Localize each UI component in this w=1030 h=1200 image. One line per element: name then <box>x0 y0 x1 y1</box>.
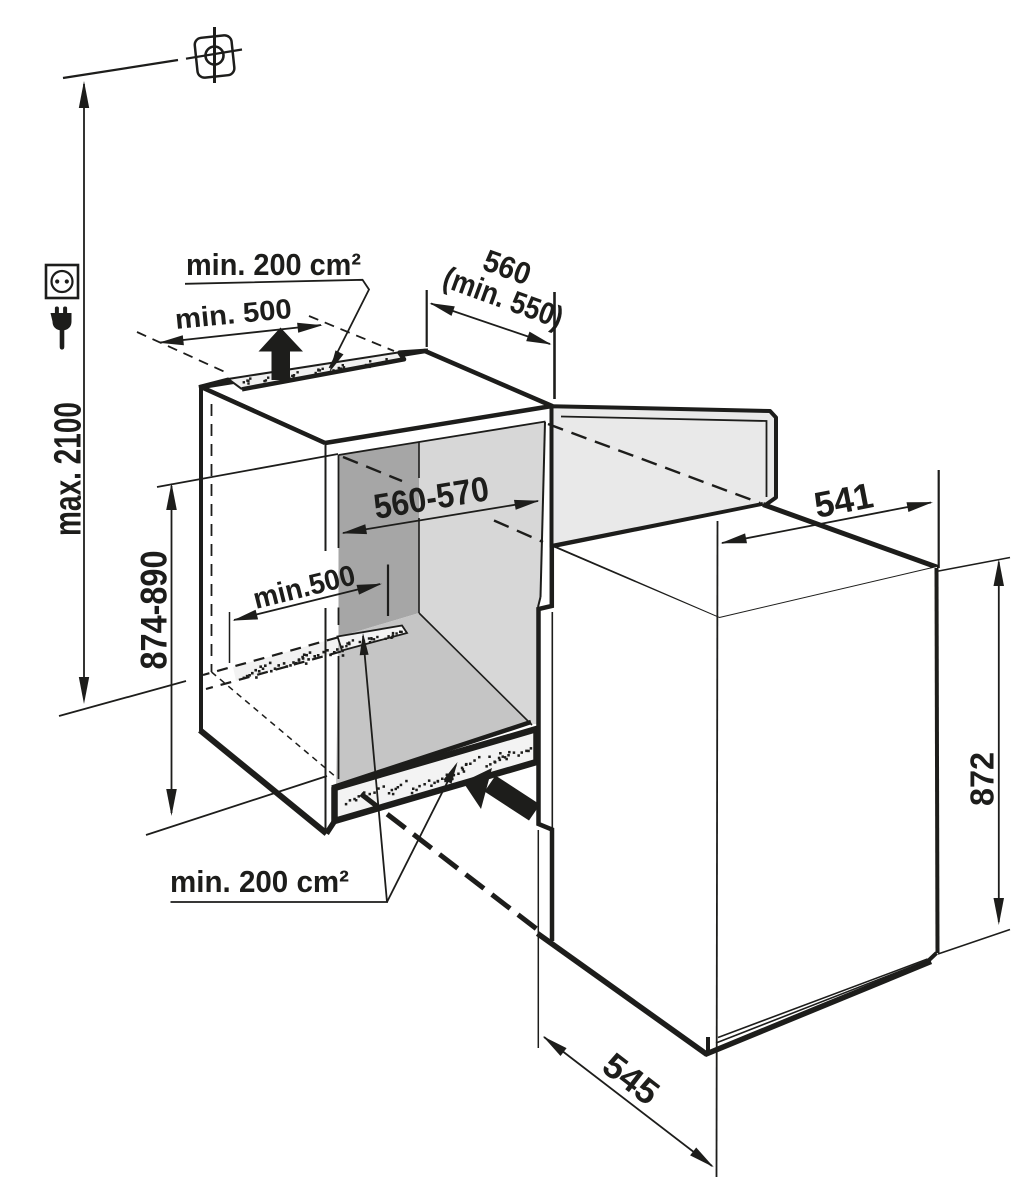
svg-text:872: 872 <box>964 752 1001 806</box>
svg-text:min. 200 cm²: min. 200 cm² <box>186 247 361 282</box>
svg-text:max. 2100: max. 2100 <box>48 402 90 536</box>
svg-text:874-890: 874-890 <box>133 551 175 670</box>
svg-text:min. 200 cm²: min. 200 cm² <box>170 864 349 899</box>
